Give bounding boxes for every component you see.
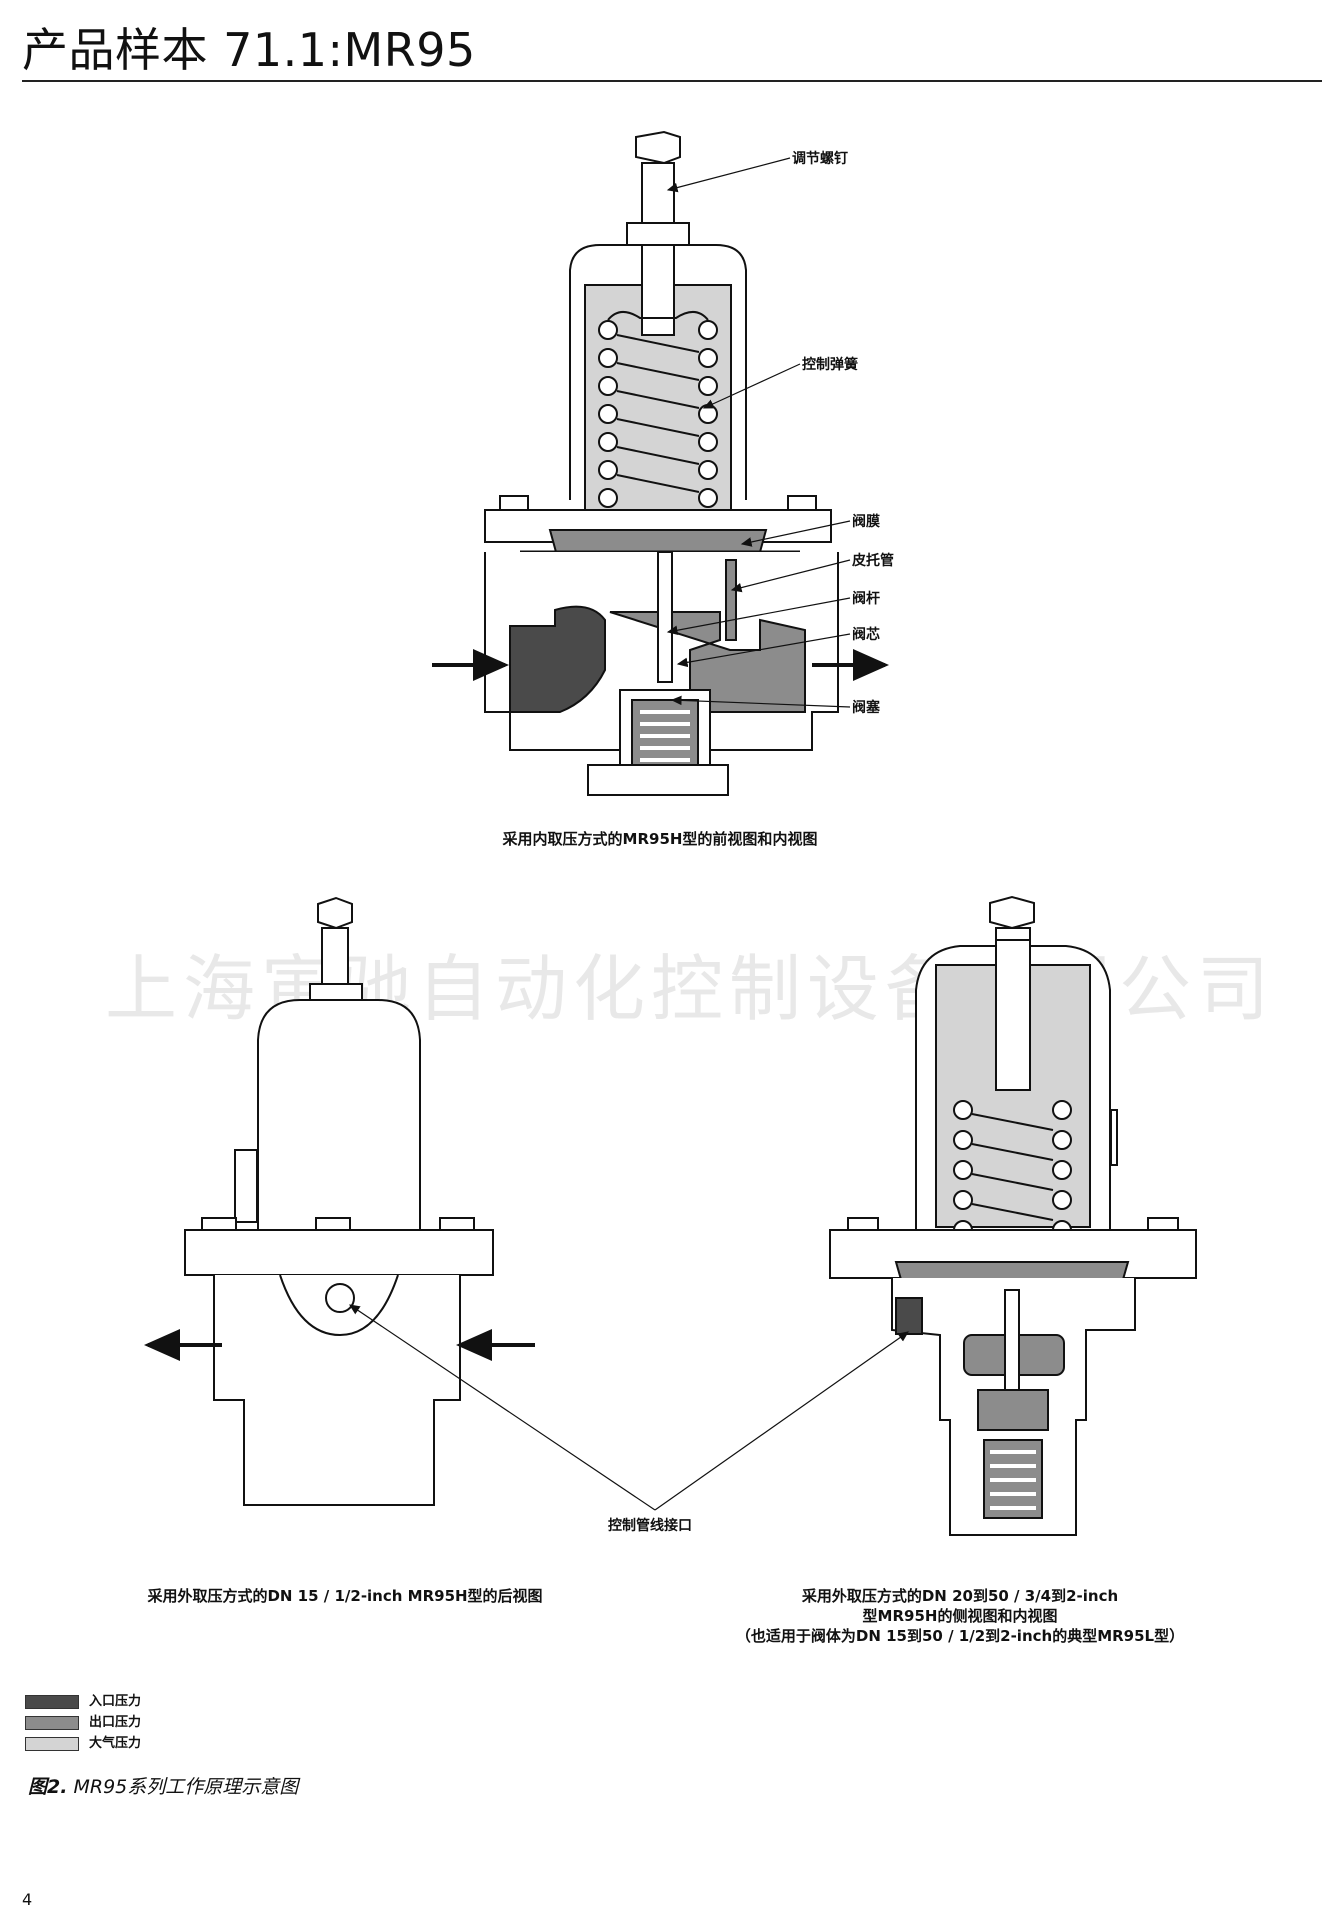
legend-label-inlet: 入口压力: [89, 1694, 142, 1709]
figure-caption-text: MR95系列工作原理示意图: [67, 1776, 299, 1798]
label-valve-core: 阀芯: [852, 627, 880, 643]
figure-number: 图2.: [28, 1776, 68, 1798]
legend-atmosphere: 大气压力: [25, 1732, 141, 1751]
legend-swatch-outlet: [25, 1715, 79, 1730]
top-figure-caption: 采用内取压方式的MR95H型的前视图和内视图: [502, 830, 818, 848]
figure-caption: 图2. MR95系列工作原理示意图: [28, 1772, 298, 1799]
label-adjust-screw: 调节螺钉: [792, 151, 848, 167]
legend-label-outlet: 出口压力: [89, 1715, 142, 1730]
title-divider: [22, 80, 1322, 82]
bottom-left-caption: 采用外取压方式的DN 15 / 1/2-inch MR95H型的后视图: [147, 1587, 543, 1605]
legend-label-atmosphere: 大气压力: [89, 1736, 142, 1751]
front-section-view: [484, 130, 839, 796]
legend-swatch-inlet: [25, 1694, 79, 1709]
label-pitot-tube: 皮托管: [852, 553, 894, 569]
legend-outlet: 出口压力: [25, 1711, 141, 1730]
bottom-right-caption-3: （也适用于阀体为DN 15到50 / 1/2到2-inch的典型MR95L型）: [735, 1627, 1185, 1645]
page-title: 产品样本 71.1:MR95: [22, 23, 476, 77]
side-section-view: [829, 895, 1197, 1536]
label-diaphragm: 阀膜: [852, 514, 880, 530]
bottom-right-caption-1: 采用外取压方式的DN 20到50 / 3/4到2-inch: [801, 1587, 1119, 1605]
label-control-spring: 控制弹簧: [802, 357, 858, 373]
label-control-line: 控制管线接口: [608, 1518, 692, 1534]
control-line-leaders: [349, 1304, 909, 1511]
legend-swatch-atmosphere: [25, 1736, 79, 1751]
bottom-right-caption-2: 型MR95H的侧视图和内视图: [862, 1607, 1058, 1625]
rear-view: [184, 896, 494, 1506]
label-stem: 阀杆: [852, 591, 880, 607]
top-leader-lines: [666, 157, 851, 708]
label-valve-plug: 阀塞: [852, 700, 880, 716]
legend-inlet: 入口压力: [25, 1690, 141, 1709]
page-number: 4: [22, 1890, 33, 1909]
